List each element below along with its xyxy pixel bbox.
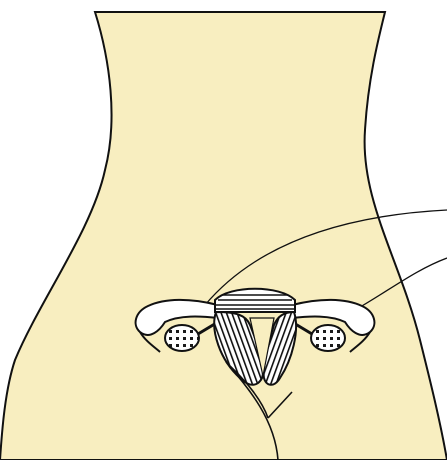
body-silhouette [0,12,447,460]
left-ovary [165,325,199,351]
right-ovary [311,325,345,351]
